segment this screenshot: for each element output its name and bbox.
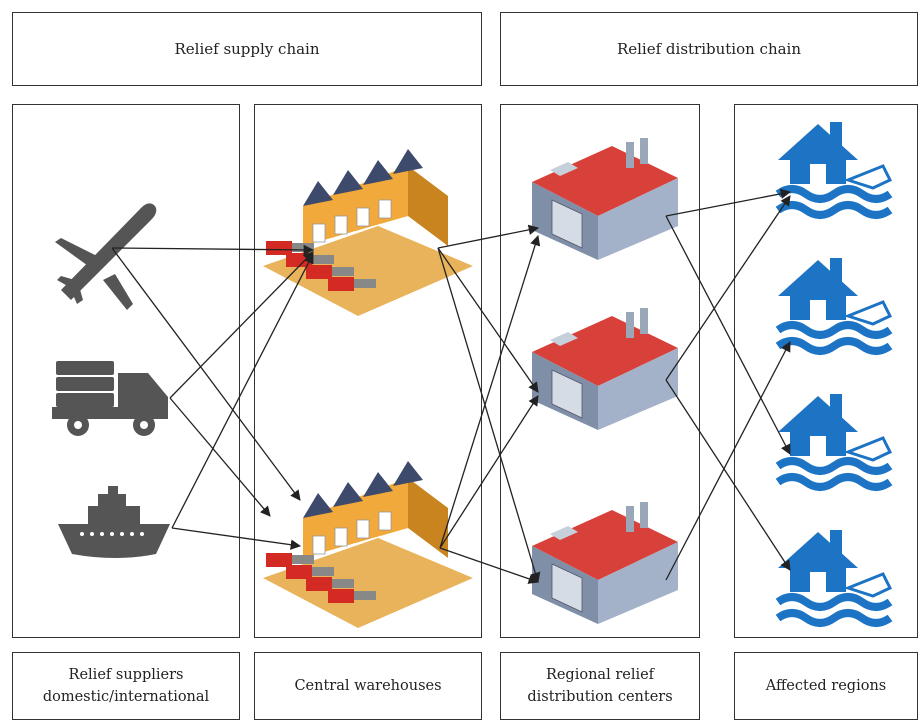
supply-chain-header: Relief supply chain [12, 12, 482, 86]
flooded-house-icon [778, 530, 890, 623]
arrow-c1-to-region3 [665, 215, 791, 455]
affected-label-box: Affected regions [734, 652, 918, 720]
arrow-wh1-to-center3 [437, 247, 541, 583]
arrow-ship-to-warehouse2 [171, 527, 302, 550]
regional-label-line1: Regional relief [545, 667, 655, 683]
suppliers-label-line1: Relief suppliers [68, 667, 184, 683]
arrow-c2-to-region1 [665, 195, 791, 381]
arrow-c1-to-region1 [665, 188, 792, 217]
arrow-wh1-to-center1 [437, 224, 540, 249]
arrow-c2-to-region4 [665, 379, 791, 571]
cargo-truck-icon [52, 361, 168, 436]
arrow-c3-to-region2 [665, 341, 791, 581]
flow-arrows [111, 188, 792, 584]
arrow-truck-to-warehouse2 [169, 397, 271, 517]
arrow-wh2-to-center1 [439, 235, 541, 549]
regional-label-line2: distribution centers [527, 689, 673, 705]
affected-label: Affected regions [765, 678, 887, 694]
warehouses-label: Central warehouses [294, 678, 442, 694]
arrow-wh2-to-center3 [439, 547, 539, 584]
airplane-icon [55, 203, 157, 310]
distribution-center-icon [531, 137, 679, 261]
cargo-ship-icon [58, 486, 170, 558]
distribution-center-icon [531, 307, 679, 431]
distribution-chain-header-label: Relief distribution chain [616, 40, 802, 58]
arrow-plane-to-warehouse2 [111, 247, 301, 501]
flooded-house-icon [778, 122, 890, 215]
arrow-wh1-to-center2 [437, 247, 539, 393]
distribution-center-icon [531, 501, 679, 625]
arrow-wh2-to-center2 [439, 395, 539, 549]
suppliers-label-line2: domestic/international [42, 689, 210, 705]
supply-chain-header-label: Relief supply chain [174, 40, 320, 58]
flooded-house-icon [778, 394, 890, 487]
arrow-truck-to-warehouse1 [169, 251, 314, 399]
arrow-plane-to-warehouse1 [111, 244, 315, 256]
flooded-house-icon [778, 258, 890, 351]
arrow-ship-to-warehouse1 [171, 253, 314, 529]
suppliers-label-box: Relief suppliers domestic/international [12, 652, 240, 720]
distribution-chain-header: Relief distribution chain [500, 12, 918, 86]
